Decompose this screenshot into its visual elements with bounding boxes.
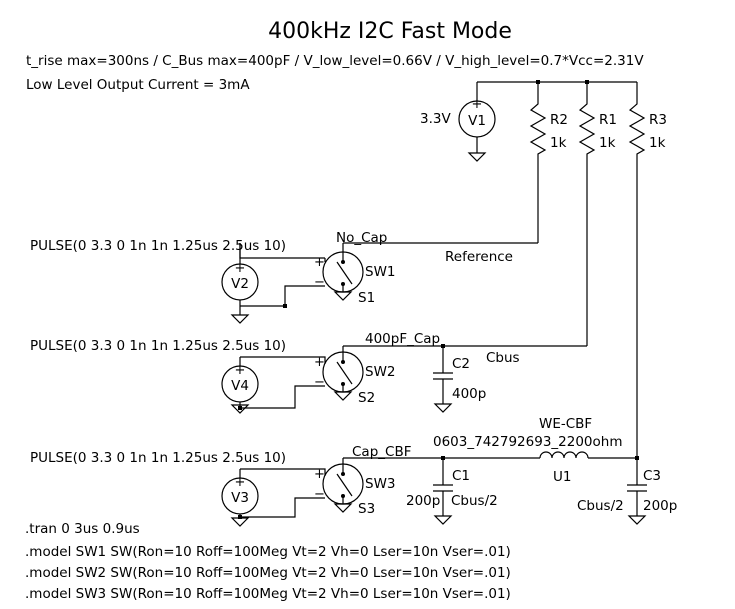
sw3-minus-sign: − xyxy=(314,487,325,502)
sw2-minus-sign: − xyxy=(314,375,325,390)
ground-symbol xyxy=(333,503,353,513)
s2-ref: S2 xyxy=(358,390,375,406)
switch-sw2: + − SW2 S2 xyxy=(314,346,396,406)
resistor-r3: R3 1k xyxy=(628,82,667,458)
model-sw1-directive: .model SW1 SW(Ron=10 Roff=100Meg Vt=2 Vh… xyxy=(25,544,511,560)
c3-ref: C3 xyxy=(643,468,661,484)
s3-ref: S3 xyxy=(358,501,375,517)
v1-plus-sign: + xyxy=(472,97,483,112)
c1-ref: C1 xyxy=(452,468,470,484)
spec-line-1: t_rise max=300ns / C_Bus max=400pF / V_l… xyxy=(26,53,644,69)
tran-directive: .tran 0 3us 0.9us xyxy=(25,521,140,537)
v1-value: 3.3V xyxy=(420,111,451,127)
u1-ref: U1 xyxy=(553,469,571,485)
sw2-plus-sign: + xyxy=(314,355,325,370)
pulse-label-v2: PULSE(0 3.3 0 1n 1n 1.25us 2.5us 10) xyxy=(30,238,286,254)
v4-ref: V4 xyxy=(231,378,249,394)
ground-symbol xyxy=(333,391,353,401)
u1-part-line-1: WE-CBF xyxy=(539,416,592,432)
v1-ref: V1 xyxy=(468,113,486,129)
net-label-400pf-cap: 400pF_Cap xyxy=(365,331,440,347)
v2-ref: V2 xyxy=(231,276,249,292)
c2-value: 400p xyxy=(452,386,486,402)
sw1-minus-sign: − xyxy=(314,275,325,290)
sw3-ref: SW3 xyxy=(365,476,396,492)
net-label-reference: Reference xyxy=(445,249,513,265)
net-label-cbus: Cbus xyxy=(486,350,520,366)
capacitor-c3: C3 Cbus/2 200p xyxy=(577,458,677,525)
pulse-label-v4: PULSE(0 3.3 0 1n 1n 1.25us 2.5us 10) xyxy=(30,338,286,354)
r3-value: 1k xyxy=(649,135,666,151)
sw3-plus-sign: + xyxy=(314,467,325,482)
net-label-cap-cbf: Cap_CBF xyxy=(352,444,411,460)
r2-ref: R2 xyxy=(550,112,568,128)
c1-label: Cbus/2 xyxy=(451,493,498,509)
model-sw3-directive: .model SW3 SW(Ron=10 Roff=100Meg Vt=2 Vh… xyxy=(25,586,511,602)
c3-value: 200p xyxy=(643,498,677,514)
switch-sw1: + − SW1 S1 xyxy=(314,243,396,306)
r3-ref: R3 xyxy=(649,112,667,128)
capacitor-c1: C1 200p Cbus/2 xyxy=(406,458,498,525)
ground-symbol xyxy=(433,515,453,525)
net-label-no-cap: No_Cap xyxy=(336,230,387,246)
model-sw2-directive: .model SW2 SW(Ron=10 Roff=100Meg Vt=2 Vh… xyxy=(25,565,511,581)
schematic-title: 400kHz I2C Fast Mode xyxy=(268,19,512,44)
ground-symbol xyxy=(230,314,250,324)
s1-ref: S1 xyxy=(358,290,375,306)
v4-plus-sign: + xyxy=(235,363,246,378)
r1-ref: R1 xyxy=(599,112,617,128)
ground-symbol xyxy=(467,152,487,162)
resistor-r1: R1 1k xyxy=(578,82,617,346)
capacitor-c2: C2 400p xyxy=(433,346,486,413)
source-v4: + V4 xyxy=(221,357,259,414)
ground-symbol xyxy=(333,291,353,301)
sw1-plus-sign: + xyxy=(314,255,325,270)
pulse-label-v3: PULSE(0 3.3 0 1n 1n 1.25us 2.5us 10) xyxy=(30,450,286,466)
ground-symbol xyxy=(433,403,453,413)
v2-plus-sign: + xyxy=(235,261,246,276)
sw2-ref: SW2 xyxy=(365,364,396,380)
v3-plus-sign: + xyxy=(235,475,246,490)
resistor-r2: R2 1k xyxy=(529,82,568,243)
switch-sw3: + − SW3 S3 xyxy=(314,458,396,517)
c3-label: Cbus/2 xyxy=(577,498,624,514)
spec-line-2: Low Level Output Current = 3mA xyxy=(26,77,250,93)
v1-supply: 3.3V + V1 xyxy=(420,82,496,162)
c2-ref: C2 xyxy=(452,356,470,372)
c1-value: 200p xyxy=(406,493,440,509)
r2-value: 1k xyxy=(550,135,567,151)
u1-part-line-2: 0603_742792693_2200ohm xyxy=(433,434,622,450)
source-v2: + V2 xyxy=(221,243,259,324)
ground-symbol xyxy=(627,515,647,525)
v3-ref: V3 xyxy=(231,490,249,506)
ground-symbol xyxy=(230,517,250,527)
r1-value: 1k xyxy=(599,135,616,151)
sw1-ref: SW1 xyxy=(365,264,396,280)
inductor-u1: WE-CBF 0603_742792693_2200ohm U1 xyxy=(433,416,637,485)
